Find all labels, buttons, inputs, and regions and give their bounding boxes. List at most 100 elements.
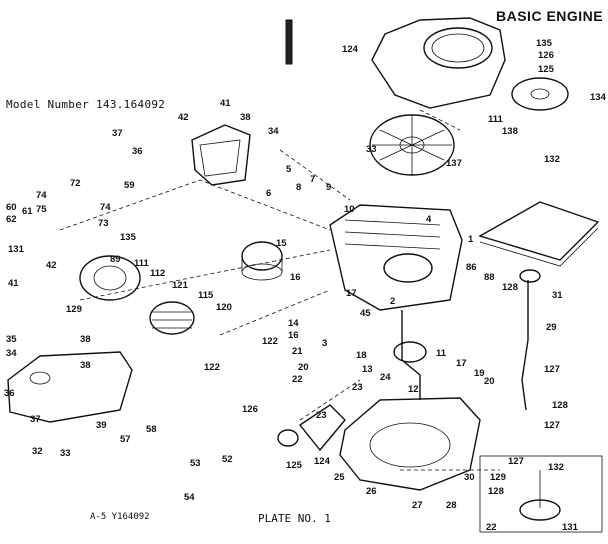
callout-20a: 20 [298, 362, 309, 373]
callout-132: 135 [536, 38, 553, 49]
callout-137: 138 [502, 126, 518, 137]
callout-18: 18 [356, 350, 367, 361]
callout-33: 33 [60, 448, 71, 459]
callout-6: 6 [266, 188, 271, 199]
callout-109: 128 [488, 486, 504, 497]
callout-124: 127 [544, 364, 560, 375]
callout-35: 35 [6, 334, 17, 345]
callout-40: 41 [8, 278, 19, 289]
callout-25: 25 [334, 472, 345, 483]
callout-15: 15 [276, 238, 287, 249]
crankcase-base [339, 397, 481, 491]
callout-10: 10 [344, 204, 355, 215]
diagram-code: A-5 Y164092 [90, 512, 150, 522]
callout-24: 24 [380, 372, 391, 383]
callout-23b: 23 [316, 410, 327, 421]
callout-115: 128 [502, 282, 518, 293]
callout-4: 4 [426, 214, 432, 225]
callout-128: 131 [8, 244, 25, 255]
callout-54: 54 [184, 492, 195, 503]
callout-129: 132 [544, 154, 560, 165]
plate-number: PLATE NO. 1 [258, 512, 331, 525]
part-number-callouts: 124 135 126 125 134 41 38 42 37 34 36 11… [4, 38, 607, 533]
callout-12: 12 [408, 384, 419, 395]
callout-74b: 74 [100, 202, 111, 213]
callout-57: 57 [120, 434, 131, 445]
callout-90: 112 [150, 268, 165, 279]
callout-131: 134 [590, 92, 607, 103]
callout-26: 26 [366, 486, 377, 497]
callout-38a: 38 [80, 334, 91, 345]
callout-45: 33 [366, 144, 377, 155]
callout-135: 137 [446, 158, 462, 169]
callout-112: 132 [548, 462, 564, 473]
callout-16b: 16 [288, 330, 299, 341]
cylinder-head [191, 124, 251, 186]
callout-20b: 20 [484, 376, 495, 387]
callout-73: 73 [98, 218, 109, 229]
callout-2: 2 [390, 296, 395, 307]
callout-7: 7 [310, 174, 315, 185]
callout-95: 122 [262, 336, 278, 347]
callout-77: 88 [484, 272, 495, 283]
callout-94: 122 [204, 362, 220, 373]
callout-120: 124 [314, 456, 331, 467]
callout-106: 125 [538, 64, 555, 75]
cylinder-block [329, 204, 463, 311]
callout-3: 3 [322, 338, 327, 349]
model-number: Model Number 143.164092 [6, 98, 166, 111]
callout-76: 86 [466, 262, 477, 273]
callout-92: 120 [216, 302, 232, 313]
callout-5: 5 [286, 164, 292, 175]
callout-75: 75 [36, 204, 47, 215]
callout-111: 131 [562, 522, 579, 533]
crankshaft [393, 310, 427, 400]
muffler [79, 255, 141, 301]
callout-42: 45 [360, 308, 371, 319]
callout-1: 1 [468, 234, 474, 245]
callout-89: 111 [488, 114, 504, 125]
callout-60: 60 [6, 202, 17, 213]
marker-bar [285, 19, 293, 65]
callout-21: 21 [292, 346, 303, 357]
callout-62: 62 [6, 214, 17, 225]
dipstick-tube [519, 269, 541, 411]
callout-127: 129 [66, 304, 82, 315]
callout-50: 41 [220, 98, 231, 109]
callout-32: 32 [32, 446, 43, 457]
carburetor [277, 404, 346, 452]
callout-29: 29 [546, 322, 557, 333]
callout-72: 72 [70, 178, 81, 189]
callout-108: 127 [508, 456, 524, 467]
flywheel [369, 114, 455, 176]
callout-38b: 38 [80, 360, 91, 371]
callout-27: 27 [412, 500, 423, 511]
callout-51: 42 [178, 112, 189, 123]
callout-19: 19 [474, 368, 485, 379]
starter-cup [511, 77, 569, 111]
callout-36: 36 [4, 388, 15, 399]
callout-13: 13 [362, 364, 373, 375]
piston [241, 241, 283, 281]
callout-125: 128 [552, 400, 568, 411]
callout-98: 124 [342, 44, 359, 55]
callout-46: 34 [268, 126, 279, 137]
callout-11: 11 [436, 348, 447, 359]
assembly-guide-lines [59, 109, 500, 471]
governor-detail [479, 455, 603, 533]
callout-22a: 22 [292, 374, 303, 385]
callout-34: 34 [6, 348, 17, 359]
callout-126: 127 [544, 420, 560, 431]
callout-52: 52 [222, 454, 233, 465]
callout-107: 126 [538, 50, 554, 61]
callout-134: 135 [120, 232, 137, 243]
callout-37: 37 [30, 414, 41, 425]
callout-8: 8 [296, 182, 301, 193]
fuel-tank [7, 351, 133, 423]
callout-9: 9 [326, 182, 331, 193]
callout-16a: 16 [290, 272, 301, 283]
callout-61: 61 [22, 206, 33, 217]
filter-element [149, 301, 195, 335]
callout-47: 38 [240, 112, 251, 123]
